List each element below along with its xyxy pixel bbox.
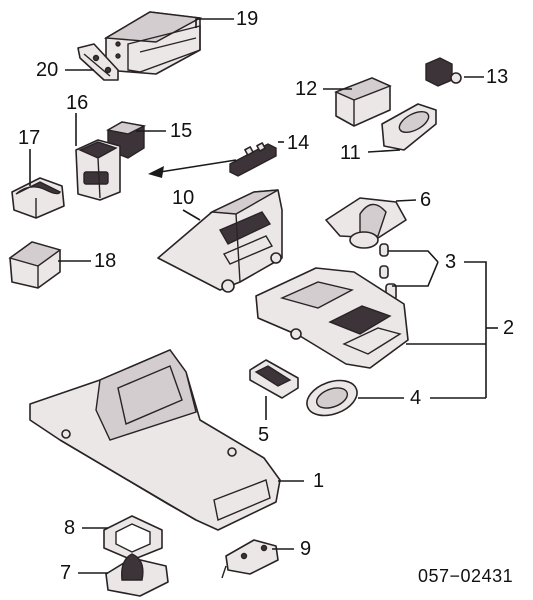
callout-2: 2: [503, 317, 515, 339]
part-3-fasteners: [379, 243, 397, 301]
callout-11: 11: [340, 142, 361, 164]
part-19-pocket: [103, 11, 203, 75]
part-17-switch: [11, 177, 65, 219]
part-13-switch: [425, 57, 462, 87]
part-12-box: [334, 77, 392, 127]
part-4-ring: [306, 379, 358, 417]
callout-15: 15: [170, 120, 193, 142]
callout-19: 19: [236, 8, 259, 30]
callout-10: 10: [172, 187, 195, 209]
leader-lines: [29, 18, 498, 574]
part-5-cup-holder: [249, 359, 299, 399]
callout-14: 14: [287, 132, 310, 154]
callout-4: 4: [410, 387, 422, 409]
callout-7: 7: [60, 562, 72, 584]
part-7-shift-base: [105, 553, 169, 597]
callout-20: 20: [36, 59, 59, 81]
part-1-console-base: [29, 349, 281, 531]
callout-3: 3: [445, 251, 457, 273]
part-8-trim-ring: [103, 515, 163, 561]
callout-13: 13: [486, 66, 509, 88]
part-10-center-panel: [157, 189, 283, 293]
callout-12: 12: [295, 78, 318, 100]
diagram-code: 057−02431: [418, 566, 514, 586]
callout-5: 5: [258, 424, 270, 446]
part-16-switch-housing: [75, 139, 121, 201]
part-9-bracket: [221, 539, 279, 579]
part-14-switch-bar: [229, 142, 277, 177]
callout-9: 9: [300, 538, 312, 560]
callout-1: 1: [313, 470, 325, 492]
callout-17: 17: [18, 127, 41, 149]
part-6-shift-boot: [325, 197, 407, 249]
part-2-console-housing: [255, 267, 409, 369]
part-11-tray: [381, 103, 437, 151]
callout-16: 16: [66, 92, 89, 114]
part-18-lid: [8, 241, 62, 289]
part-20-bracket: [77, 43, 119, 81]
callout-18: 18: [94, 250, 117, 272]
callout-6: 6: [420, 189, 432, 211]
callout-8: 8: [64, 517, 76, 539]
